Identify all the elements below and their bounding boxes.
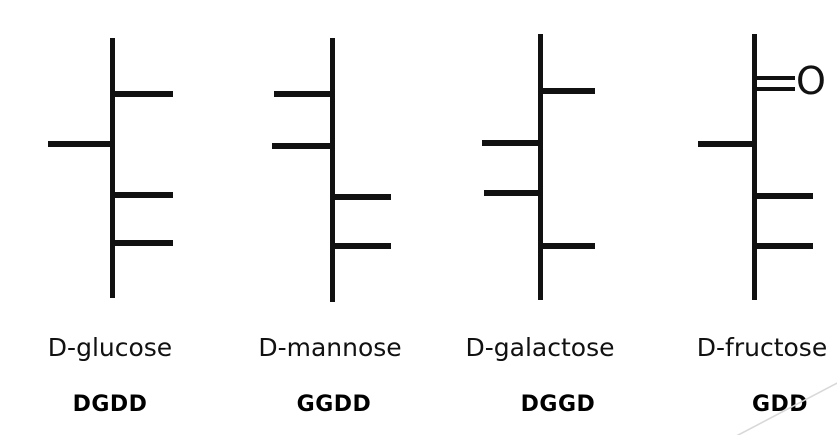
bond-right-1-d-glucose <box>113 91 173 97</box>
bond-left-2-d-galactose <box>482 140 540 146</box>
bond-right-2-d-fructose <box>755 193 813 199</box>
molecule-name-d-galactose: D-galactose <box>465 333 615 362</box>
bond-left-2-d-mannose <box>272 143 332 149</box>
backbone-line-d-galactose <box>538 34 543 300</box>
bond-right-3-d-fructose <box>755 243 813 249</box>
backbone-line-d-mannose <box>330 38 335 302</box>
bond-right-1-d-galactose <box>541 88 595 94</box>
molecule-code-d-galactose: DGGD <box>520 392 596 417</box>
molecule-name-d-fructose: D-fructose <box>696 333 828 362</box>
bond-right-3-d-mannose <box>333 194 391 200</box>
backbone-line-d-glucose <box>110 38 115 298</box>
molecule-name-d-glucose: D-glucose <box>47 333 173 362</box>
molecule-code-d-mannose: GGDD <box>296 392 372 417</box>
backbone-line-d-fructose <box>752 34 757 300</box>
bond-right-4-d-glucose <box>113 240 173 246</box>
bond-right-4-d-mannose <box>333 243 391 249</box>
molecule-code-d-glucose: DGDD <box>72 392 148 417</box>
carbonyl-double-bond-lower-d-fructose <box>755 87 795 91</box>
carbonyl-double-bond-upper-d-fructose <box>755 76 795 80</box>
bond-left-2-d-glucose <box>48 141 110 147</box>
molecule-code-d-fructose: GDD <box>751 392 809 417</box>
bond-right-4-d-galactose <box>541 243 595 249</box>
bond-left-3-d-galactose <box>484 190 540 196</box>
oxygen-atom-label-d-fructose: O <box>796 59 826 103</box>
bond-right-3-d-glucose <box>113 192 173 198</box>
bond-left-1-d-mannose <box>274 91 332 97</box>
molecule-name-d-mannose: D-mannose <box>258 333 402 362</box>
bond-left-1-d-fructose <box>698 141 754 147</box>
